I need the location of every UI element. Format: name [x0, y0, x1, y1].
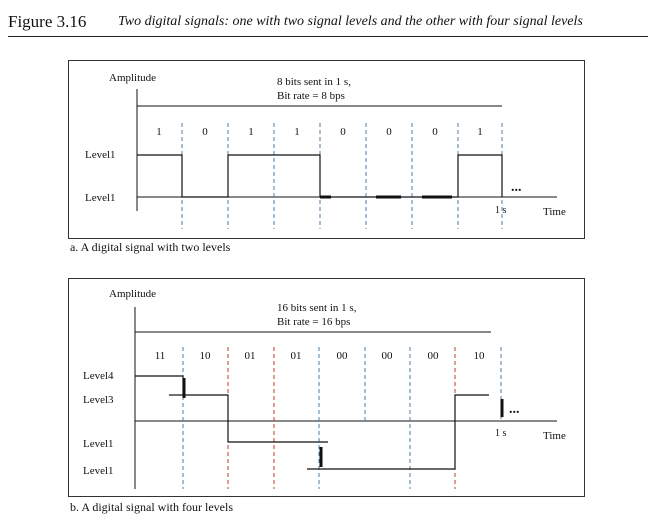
- a-level-low-label: Level1: [85, 192, 116, 204]
- b-signal-waveform-low: [307, 394, 489, 470]
- a-bit-labels: 1 0 1 1 0 0 0 1: [156, 126, 483, 138]
- b-bit-boundaries: [182, 347, 502, 489]
- b-time-label: Time: [543, 430, 566, 442]
- panel-a: Amplitude 8 bits sent in 1 s, Bit rate =…: [68, 60, 585, 239]
- a-amplitude-label: Amplitude: [109, 72, 156, 84]
- a-bit-label: 0: [386, 126, 392, 138]
- b-bit-pair-label: 11: [155, 350, 166, 362]
- b-level2-label: Level1: [83, 438, 114, 450]
- a-ellipsis: ...: [511, 180, 522, 195]
- b-bit-pair-labels: 11 10 01 01 00 00 00 10: [155, 350, 485, 362]
- panel-b: Amplitude 16 bits sent in 1 s, Bit rate …: [68, 278, 585, 497]
- panel-a-caption: a. A digital signal with two levels: [70, 240, 231, 254]
- b-bit-pair-label: 10: [200, 350, 212, 362]
- b-info-line1: 16 bits sent in 1 s,: [277, 302, 357, 314]
- a-info-line1: 8 bits sent in 1 s,: [277, 76, 351, 88]
- a-bit-label: 0: [432, 126, 438, 138]
- b-bit-pair-label: 01: [291, 350, 302, 362]
- figure-title: Two digital signals: one with two signal…: [118, 14, 583, 29]
- a-bit-label: 1: [248, 126, 254, 138]
- b-bit-pair-label: 00: [428, 350, 440, 362]
- a-bit-label: 0: [340, 126, 346, 138]
- b-one-second-label: 1 s: [495, 428, 507, 439]
- a-time-label: Time: [543, 206, 566, 218]
- a-bit-label: 0: [202, 126, 208, 138]
- b-ellipsis: ...: [509, 402, 520, 417]
- b-bit-pair-label: 00: [382, 350, 394, 362]
- a-info-line2: Bit rate = 8 bps: [277, 90, 345, 102]
- a-level-high-label: Level1: [85, 149, 116, 161]
- b-amplitude-label: Amplitude: [109, 288, 156, 300]
- b-bit-pair-label: 00: [337, 350, 349, 362]
- b-signal-waveform: [135, 375, 328, 443]
- b-bit-pair-label: 10: [474, 350, 486, 362]
- b-level3-label: Level3: [83, 394, 114, 406]
- a-signal-waveform: [137, 154, 503, 198]
- a-bit-label: 1: [294, 126, 300, 138]
- a-bit-boundaries: [181, 123, 503, 229]
- panel-b-diagram: Amplitude 16 bits sent in 1 s, Bit rate …: [83, 288, 566, 489]
- b-level4-label: Level4: [83, 370, 114, 382]
- panel-a-diagram: Amplitude 8 bits sent in 1 s, Bit rate =…: [85, 72, 566, 229]
- a-bit-label: 1: [477, 126, 483, 138]
- figure-header: Figure 3.16 Two digital signals: one wit…: [8, 8, 648, 37]
- figure-number: Figure 3.16: [8, 12, 87, 31]
- b-bit-pair-label: 01: [245, 350, 256, 362]
- b-level1-label: Level1: [83, 465, 114, 477]
- b-info-line2: Bit rate = 16 bps: [277, 316, 350, 328]
- a-bit-label: 1: [156, 126, 162, 138]
- panel-b-caption: b. A digital signal with four levels: [70, 500, 233, 514]
- a-one-second-label: 1 s: [495, 205, 507, 216]
